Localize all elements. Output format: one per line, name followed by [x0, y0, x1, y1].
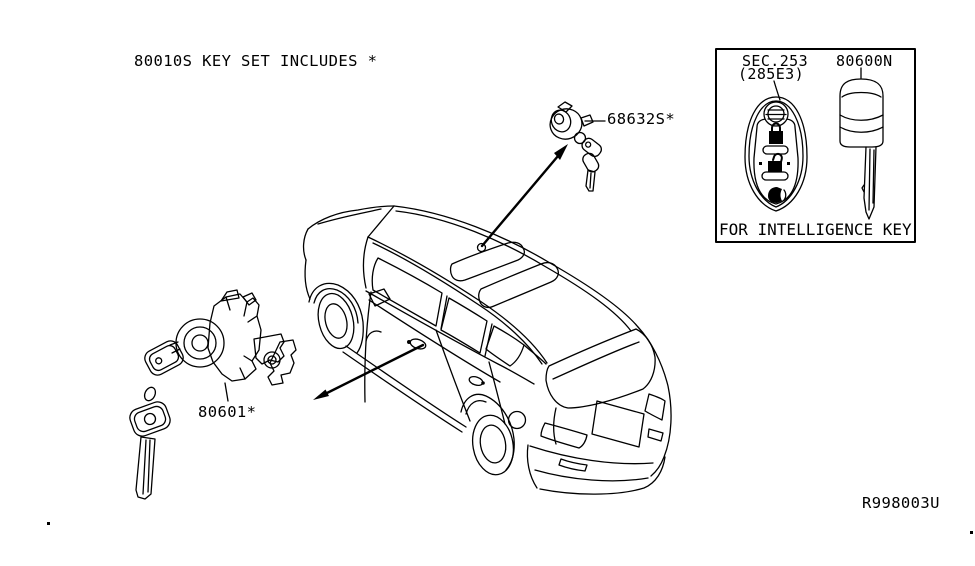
key-fob-illustration — [744, 96, 808, 212]
key-cylinder-illustration — [549, 101, 606, 192]
door-lock-assembly-illustration — [129, 289, 297, 500]
pointer-arrow-door — [313, 343, 425, 400]
unlock-icon — [759, 152, 790, 172]
panel-caption: FOR INTELLIGENCE KEY — [719, 220, 912, 239]
panel-section-ref: SEC.253 — [742, 52, 809, 70]
callout-68632s[interactable]: 68632S* — [607, 110, 676, 128]
sunroof-rear-panel — [477, 261, 559, 309]
leader-line-sec253 — [773, 80, 781, 101]
key-upper — [144, 340, 184, 376]
car-illustration — [302, 205, 672, 495]
key-lower — [129, 401, 171, 437]
panel-section-ref-sub: (285E3) — [738, 65, 805, 83]
fuel-door — [507, 410, 527, 430]
callout-80601[interactable]: 80601* — [198, 403, 257, 421]
speck-bottom-left — [47, 522, 50, 525]
left-taillight — [540, 422, 588, 449]
pointer-arrow-roof — [476, 144, 568, 253]
license-plate-recess — [591, 400, 645, 448]
panic-horn-icon — [768, 187, 787, 203]
right-taillight — [644, 393, 666, 421]
diagram-title: 80010S KEY SET INCLUDES * — [134, 52, 378, 70]
panel-border — [715, 48, 916, 243]
intelligence-key-panel — [715, 48, 916, 243]
rear-door-handle — [468, 375, 485, 387]
callout-80600n[interactable]: 80600N — [836, 52, 893, 70]
lock-icon — [769, 122, 783, 144]
key-blank-illustration — [839, 78, 884, 220]
speck-bottom-right — [970, 531, 973, 534]
sunroof-front-panel — [449, 241, 525, 282]
drawing-ref-code: R998003U — [862, 494, 940, 512]
leader-line-80601 — [224, 382, 229, 402]
fob-divider-1 — [762, 145, 789, 155]
fob-divider-2 — [761, 171, 789, 181]
